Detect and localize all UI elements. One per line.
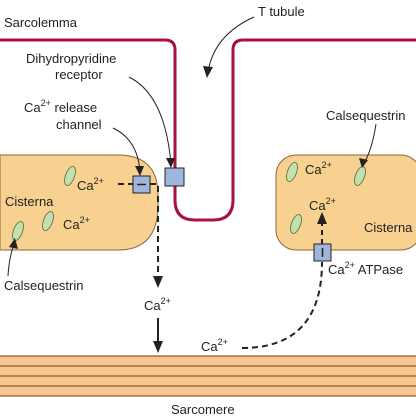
cisterna-left-label: Cisterna bbox=[5, 194, 54, 209]
ion-label: Ca2+ bbox=[77, 176, 104, 193]
dhp-pointer bbox=[128, 76, 172, 165]
sarcomere-label: Sarcomere bbox=[171, 402, 235, 417]
calsequestrin-icon bbox=[290, 214, 302, 234]
calsequestrin-icon bbox=[286, 162, 298, 182]
dihydropyridine-receptor bbox=[164, 167, 185, 187]
calsequestrin-right-arrowhead-icon bbox=[359, 158, 368, 168]
right-cisterna bbox=[275, 154, 416, 251]
ion-label: Ca2+ bbox=[201, 337, 228, 354]
sarcomere-arrowhead-icon bbox=[153, 341, 163, 353]
uptake-flow-arrow bbox=[241, 261, 323, 349]
ion-label: Ca2+ bbox=[144, 296, 171, 313]
release-arrowhead-icon bbox=[153, 276, 163, 288]
release-channel-label-line2: channel bbox=[56, 117, 102, 132]
sarcolemma-label: Sarcolemma bbox=[4, 15, 78, 30]
cisterna-right-label: Cisterna bbox=[364, 220, 413, 235]
dhp-label-line1: Dihydropyridine bbox=[26, 51, 116, 66]
atpase-label: Ca2+ ATPase bbox=[328, 260, 403, 277]
dhp-label-line2: receptor bbox=[55, 67, 103, 82]
uptake-arrowhead-icon bbox=[317, 212, 327, 224]
release-channel-label-line1: Ca2+ release bbox=[24, 98, 97, 115]
dhp-arrowhead-icon bbox=[166, 158, 175, 168]
calsequestrin-icon bbox=[42, 211, 54, 231]
t-tubule-label: T tubule bbox=[258, 4, 305, 19]
ion-label: Ca2+ bbox=[63, 215, 90, 232]
t-tubule-arrowhead-icon bbox=[203, 66, 213, 78]
calsequestrin-left-label: Calsequestrin bbox=[4, 278, 84, 293]
t-tubule-pointer bbox=[207, 16, 255, 73]
release-channel-arrowhead-icon bbox=[135, 166, 144, 176]
left-cisterna bbox=[0, 154, 159, 251]
ion-label: Ca2+ bbox=[309, 196, 336, 213]
calsequestrin-right-label: Calsequestrin bbox=[326, 108, 406, 123]
ion-label: Ca2+ bbox=[305, 160, 332, 177]
calsequestrin-icon bbox=[64, 166, 76, 186]
release-flow-arrow bbox=[118, 183, 159, 282]
sarcolemma-membrane bbox=[0, 38, 416, 222]
calsequestrin-icon bbox=[354, 166, 366, 186]
calsequestrin-left-arrowhead-icon bbox=[9, 238, 18, 249]
